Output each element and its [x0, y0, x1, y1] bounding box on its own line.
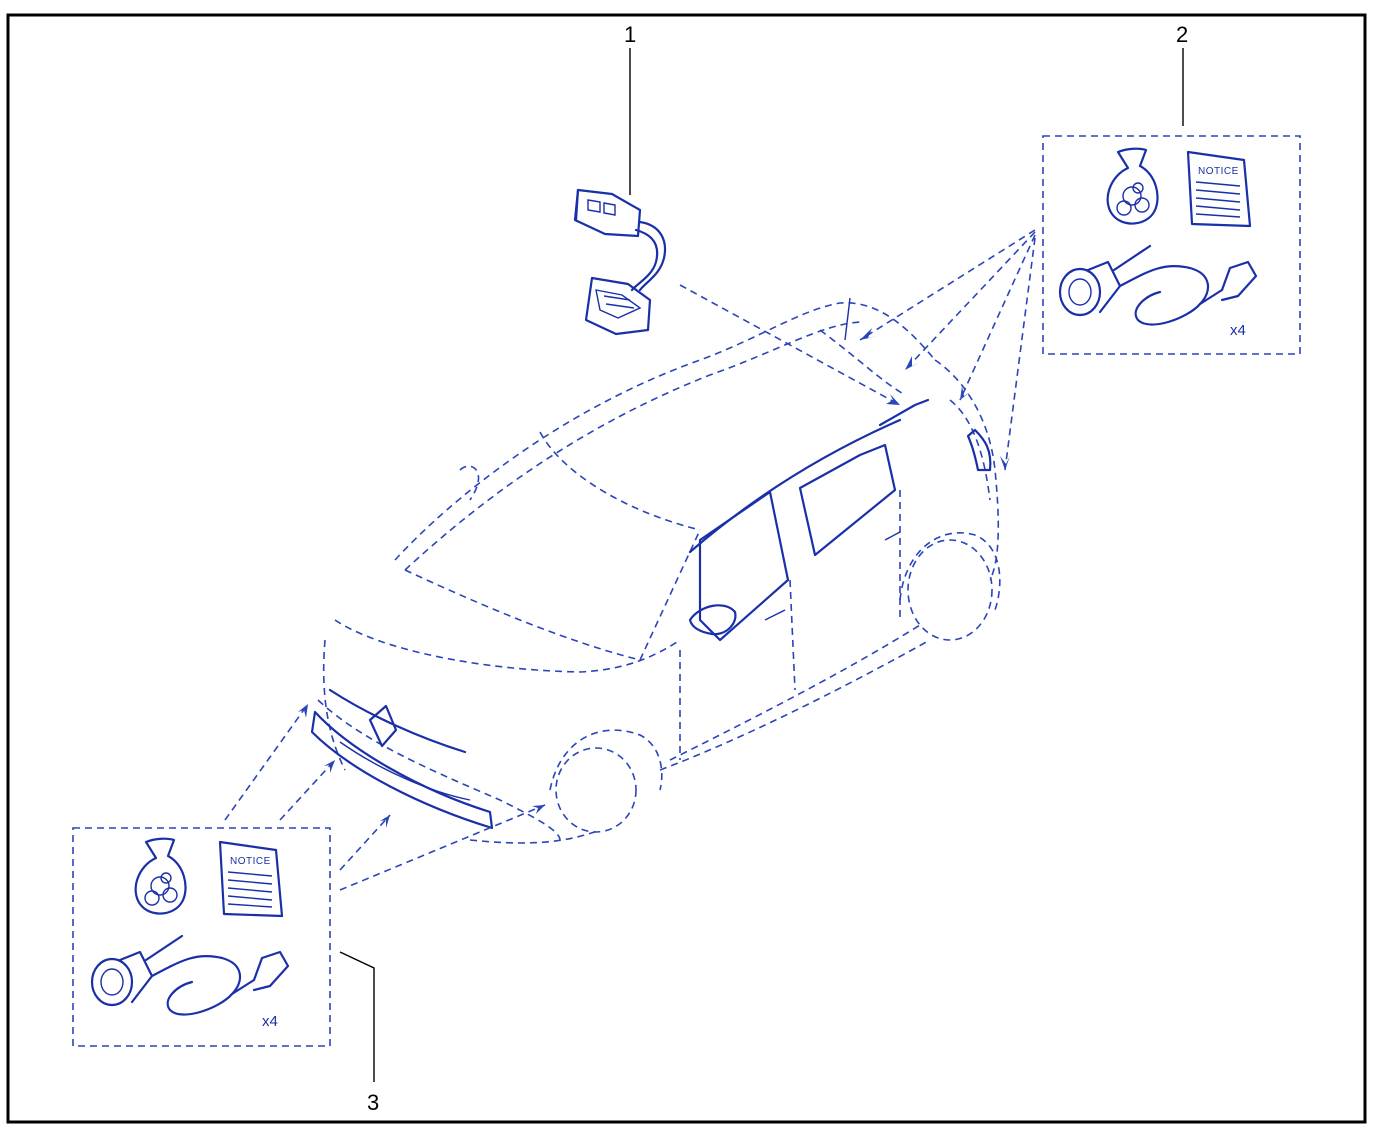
diagram-frame — [6, 13, 1367, 1124]
kit-2-hardware-bag-icon — [1106, 147, 1159, 225]
kit-2-notice-label: NOTICE — [1198, 166, 1239, 177]
kit-3-hardware-bag-icon — [134, 837, 187, 915]
callout-2-label: 2 — [1176, 22, 1188, 47]
part-1-harness — [573, 188, 667, 336]
vehicle-outline — [310, 297, 1001, 844]
callout-3-label: 3 — [367, 1090, 379, 1115]
kit-3-notice-label: NOTICE — [230, 856, 271, 867]
kit-3-quantity: x4 — [262, 1013, 278, 1030]
kit-2-parking-sensor-icon — [1058, 244, 1258, 326]
callout-3-leader — [339, 951, 375, 1082]
kit-2-box — [1042, 135, 1301, 355]
kit-3-notice-booklet-icon: NOTICE — [218, 840, 284, 918]
kit-2-quantity: x4 — [1230, 322, 1246, 339]
kit-2-arrows — [859, 229, 1036, 471]
kit-3-arrows — [224, 703, 546, 891]
kit-3-parking-sensor-icon — [90, 934, 290, 1016]
callout-1-label: 1 — [624, 22, 636, 47]
part-1-arrow — [679, 284, 901, 406]
kit-3-box — [72, 827, 331, 1047]
kit-2-notice-booklet-icon: NOTICE — [1186, 150, 1252, 228]
